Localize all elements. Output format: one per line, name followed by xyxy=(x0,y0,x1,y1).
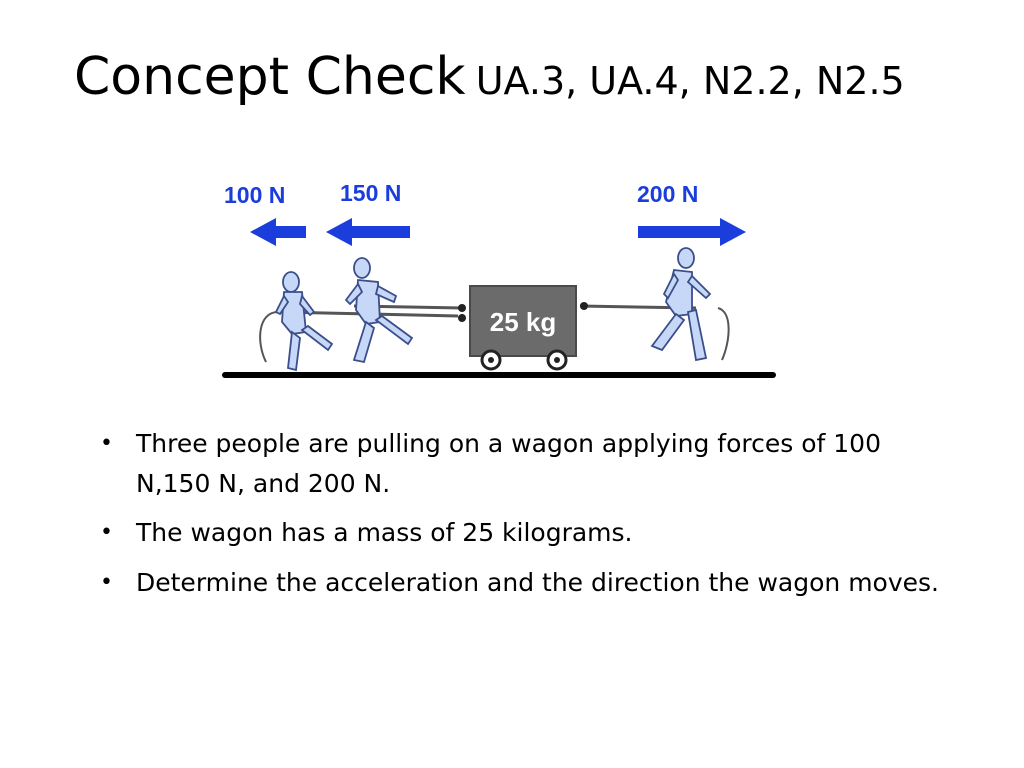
bullet-list: • Three people are pulling on a wagon app… xyxy=(100,424,940,612)
bullet-text: Three people are pulling on a wagon appl… xyxy=(136,429,881,498)
bullet-text: The wagon has a mass of 25 kilograms. xyxy=(136,518,633,547)
rope-connectors xyxy=(458,302,588,322)
bullet-dot-icon: • xyxy=(100,570,113,595)
bullet-item: • Three people are pulling on a wagon app… xyxy=(100,424,940,504)
wagon-mass-label: 25 kg xyxy=(490,307,557,337)
person-pulling-150n-icon xyxy=(344,257,414,364)
ground-line xyxy=(222,372,776,378)
title-standards-codes: UA.3, UA.4, N2.2, N2.5 xyxy=(475,59,905,103)
person-pulling-100n-icon xyxy=(274,271,334,372)
person-pulling-200n-icon xyxy=(650,247,712,362)
bullet-dot-icon: • xyxy=(100,431,113,456)
wagon: 25 kg xyxy=(469,285,577,371)
wagon-wheel-icon xyxy=(480,349,502,371)
bullet-item: • Determine the acceleration and the dire… xyxy=(100,562,940,604)
force-diagram-svg: 100 N 150 N 200 N xyxy=(222,180,776,378)
bullet-dot-icon: • xyxy=(100,520,113,545)
bullet-text: Determine the acceleration and the direc… xyxy=(136,568,940,597)
arrow-left-100n-icon xyxy=(250,218,306,246)
force-label-150n: 150 N xyxy=(340,180,401,206)
force-diagram: 100 N 150 N 200 N xyxy=(218,172,780,384)
wagon-wheel-icon xyxy=(546,349,568,371)
arrow-left-150n-icon xyxy=(326,218,410,246)
slide-title: Concept Check UA.3, UA.4, N2.2, N2.5 xyxy=(74,46,905,108)
title-main: Concept Check xyxy=(74,47,466,107)
arrow-right-200n-icon xyxy=(638,218,746,246)
bullet-item: • The wagon has a mass of 25 kilograms. xyxy=(100,512,940,554)
force-label-200n: 200 N xyxy=(637,181,698,207)
force-label-100n: 100 N xyxy=(224,182,285,208)
